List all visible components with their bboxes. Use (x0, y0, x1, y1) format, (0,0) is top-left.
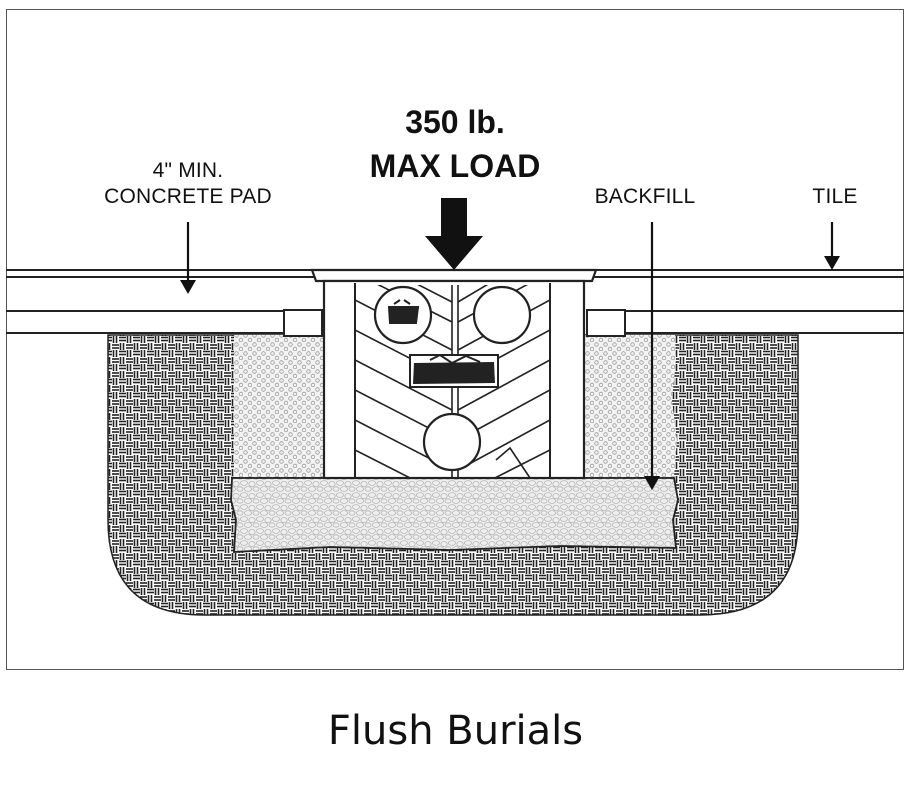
backfill-label: BACKFILL (594, 185, 696, 208)
load-value-label: 350 lb. (405, 104, 505, 140)
flange-right (586, 309, 626, 337)
valve-box (310, 268, 598, 480)
max-load-label: MAX LOAD (369, 148, 541, 184)
caption: Flush Burials (327, 708, 584, 754)
flange-left (283, 309, 323, 337)
concrete-min-label: 4" MIN. (152, 159, 224, 182)
diagram-frame (6, 9, 904, 670)
concrete-pad-arrow (180, 222, 196, 294)
gravel-bed (230, 477, 679, 553)
backfill-left (234, 335, 324, 477)
concrete-pad-label: CONCRETE PAD (104, 185, 272, 208)
tile-arrow (824, 222, 840, 270)
tile-label: TILE (812, 185, 858, 208)
backfill-right (582, 335, 677, 477)
backfill-arrow (644, 222, 660, 490)
load-arrow (425, 198, 483, 270)
